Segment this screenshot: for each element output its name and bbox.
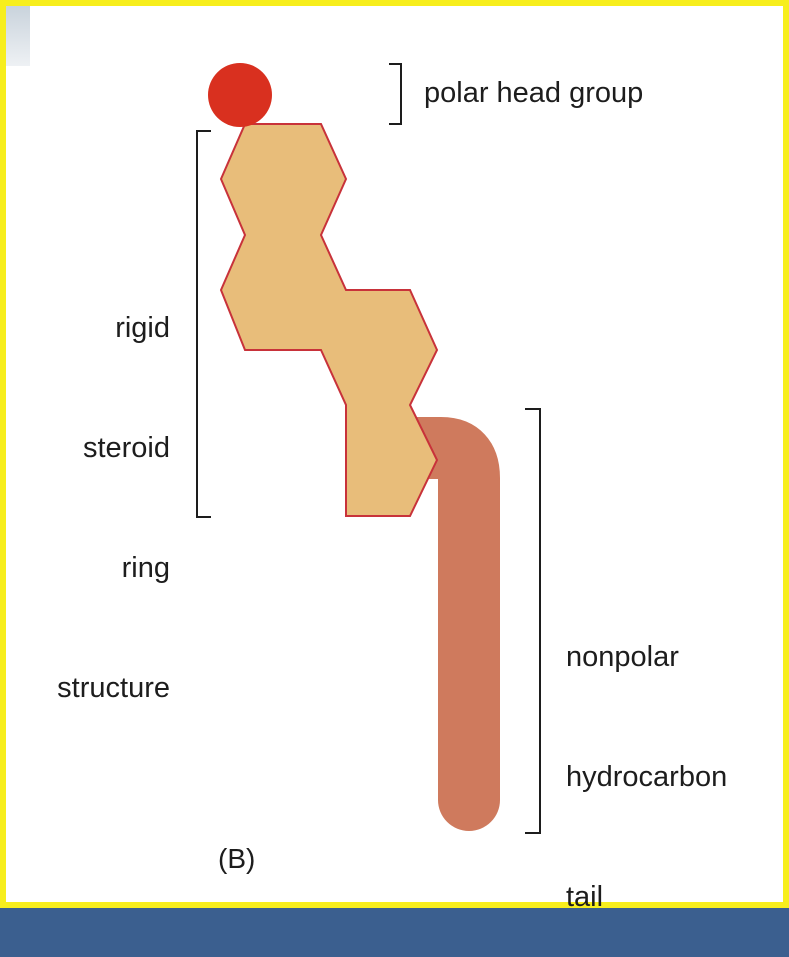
hydrocarbon-tail xyxy=(414,448,469,800)
figure-label: (B) xyxy=(218,840,255,878)
tail-label: nonpolar hydrocarbon tail xyxy=(566,557,727,957)
steroid-bracket xyxy=(197,131,211,517)
tail-label-line-3: tail xyxy=(566,877,727,917)
polar-head-bracket xyxy=(389,64,401,124)
tail-label-line-1: nonpolar xyxy=(566,637,727,677)
steroid-label-line-3: ring xyxy=(20,548,170,588)
steroid-label-line-2: steroid xyxy=(20,428,170,468)
steroid-label-line-4: structure xyxy=(20,668,170,708)
tail-bracket xyxy=(525,409,540,833)
steroid-rings xyxy=(221,124,437,516)
tail-label-line-2: hydrocarbon xyxy=(566,757,727,797)
steroid-label-line-1: rigid xyxy=(20,308,170,348)
steroid-ring-label: rigid steroid ring structure xyxy=(20,228,170,748)
polar-head-circle xyxy=(208,63,272,127)
polar-head-label: polar head group xyxy=(424,74,643,112)
